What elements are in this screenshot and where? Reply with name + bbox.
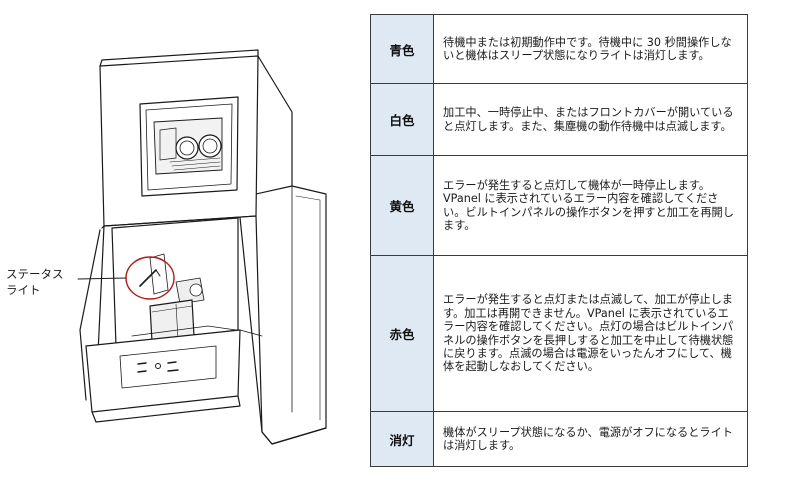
status-light-table: 青色 待機中または初期動作中です。待機中に 30 秒間操作しないと機体はスリープ… [370,14,748,467]
table-row: 黄色 エラーが発生すると点灯して機体が一時停止します。VPanel に表示されて… [370,155,748,256]
row-description-text: エラーが発生すると点灯または点滅して、加工が停止します。加工は再開できません。V… [443,293,734,374]
row-description-text: 機体がスリープ状態になるか、電源がオフになるとライトは消灯します。 [443,425,733,452]
row-description: 機体がスリープ状態になるか、電源がオフになるとライトは消灯します。 [433,411,748,467]
callout-line-1: ステータス [6,267,64,281]
row-description: 加工中、一時停止中、またはフロントカバーが開いていると点灯します。また、集塵機の… [433,83,748,156]
table-row: 消灯 機体がスリープ状態になるか、電源がオフになるとライトは消灯します。 [370,411,748,467]
row-description-text: 待機中または初期動作中です。待機中に 30 秒間操作しないと機体はスリープ状態に… [443,35,732,62]
milling-machine-drawing [77,49,327,445]
row-color-name: 赤色 [370,255,434,412]
callout-line-2: ライト [6,283,41,297]
table-row: 青色 待機中または初期動作中です。待機中に 30 秒間操作しないと機体はスリープ… [370,14,748,84]
row-description: 待機中または初期動作中です。待機中に 30 秒間操作しないと機体はスリープ状態に… [433,14,748,84]
status-light-callout-label: ステータス ライト [6,266,64,298]
table-row: 白色 加工中、一時停止中、またはフロントカバーが開いていると点灯します。また、集… [370,83,748,156]
row-description-text: 加工中、一時停止中、またはフロントカバーが開いていると点灯します。また、集塵機の… [443,106,734,133]
row-description-text: エラーが発生すると点灯して機体が一時停止します。VPanel に表示されているエ… [443,178,734,232]
row-color-name: 青色 [370,14,434,84]
row-color-name: 消灯 [370,411,434,467]
row-color-name: 白色 [370,83,434,156]
table-row: 赤色 エラーが発生すると点灯または点滅して、加工が停止します。加工は再開できませ… [370,255,748,412]
row-description: エラーが発生すると点灯して機体が一時停止します。VPanel に表示されているエ… [433,155,748,256]
row-description: エラーが発生すると点灯または点滅して、加工が停止します。加工は再開できません。V… [433,255,748,412]
machine-illustration: ステータス ライト [0,0,360,483]
row-color-name: 黄色 [370,155,434,256]
